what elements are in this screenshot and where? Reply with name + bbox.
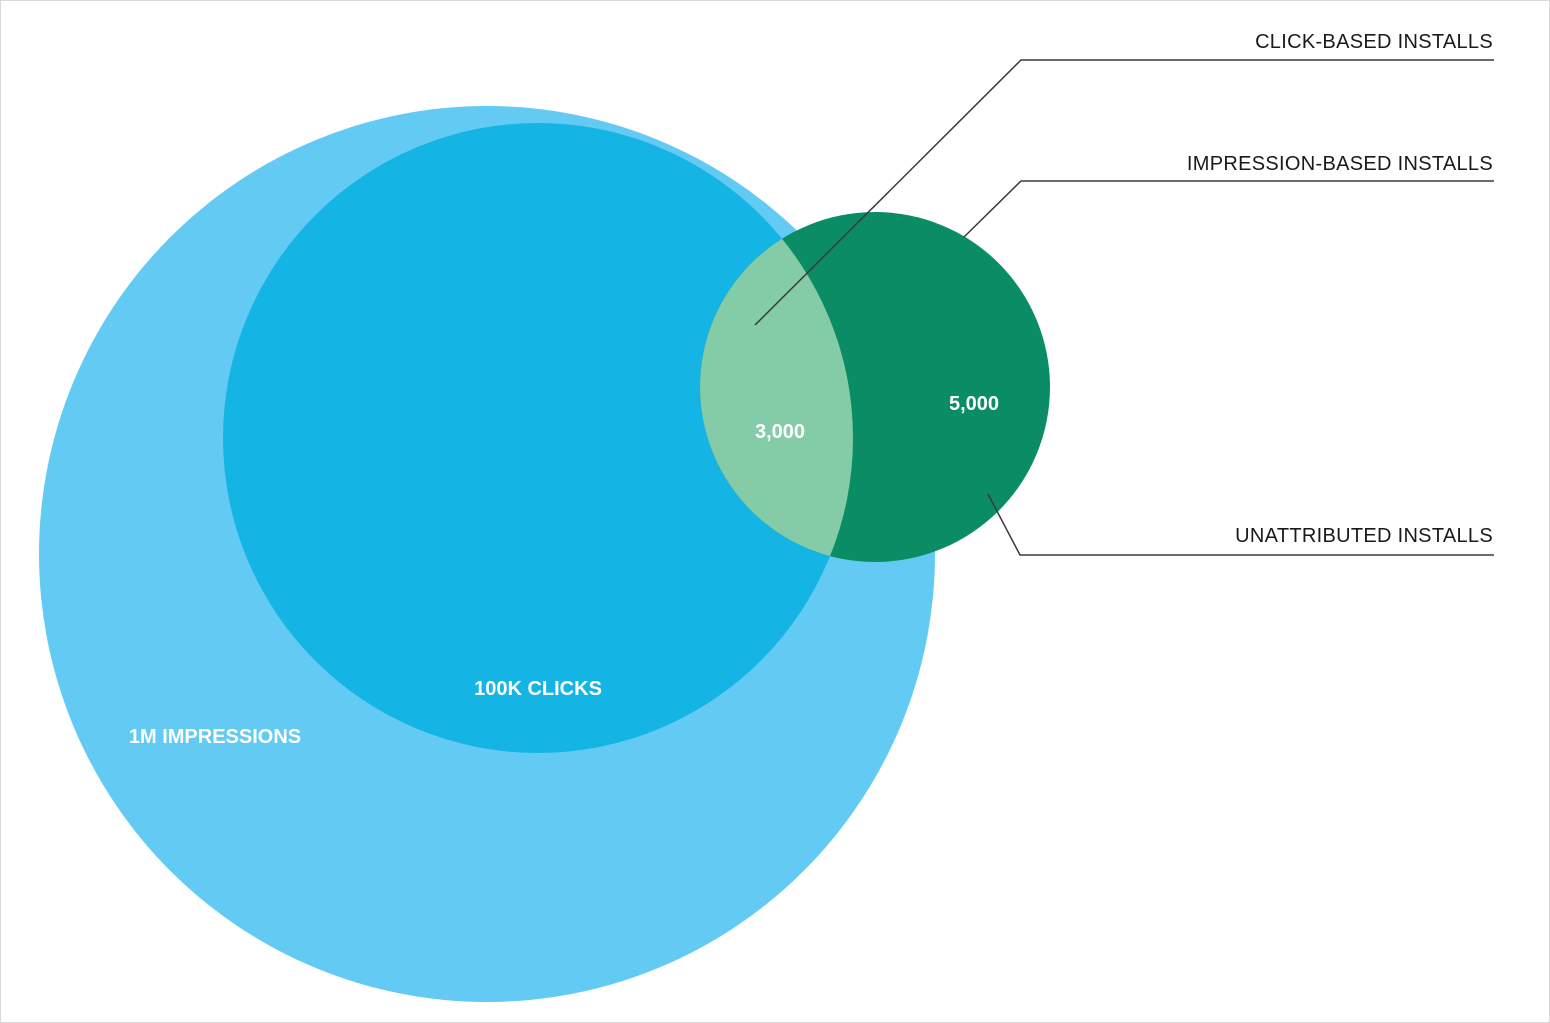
unattributed-installs-label: UNATTRIBUTED INSTALLS <box>1235 525 1493 547</box>
impressions-label: 1M IMPRESSIONS <box>129 726 301 748</box>
overlap-value-label: 3,000 <box>755 421 805 443</box>
overlap-region <box>700 212 853 562</box>
installs-value-label: 5,000 <box>949 393 999 415</box>
impression-based-leader-line <box>963 180 1494 238</box>
impression-based-installs-label: IMPRESSION-BASED INSTALLS <box>1187 153 1493 175</box>
click-based-installs-label: CLICK-BASED INSTALLS <box>1255 31 1493 53</box>
clicks-circle <box>223 123 853 753</box>
unattributed-leader-line <box>987 493 1494 556</box>
click-based-leader-line <box>754 59 1494 326</box>
clicks-label: 100K CLICKS <box>474 678 602 700</box>
